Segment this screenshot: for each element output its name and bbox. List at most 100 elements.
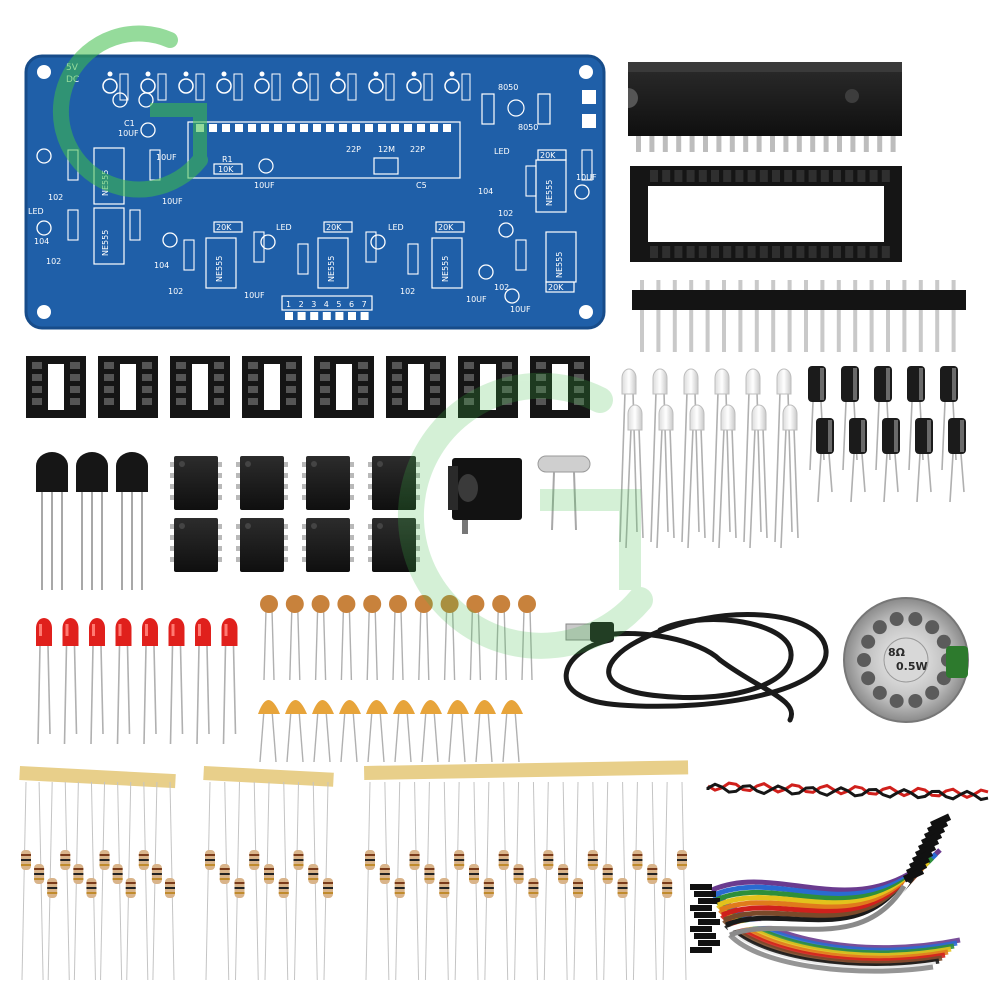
header-pin-top (656, 280, 661, 292)
ic-socket-window (408, 364, 424, 410)
pcb-mcu-pad (261, 124, 269, 132)
socket-contact (808, 246, 817, 258)
pcb-capacitor-footprint (574, 184, 590, 200)
pcb-capacitor-footprint (140, 122, 156, 138)
red-led (36, 618, 52, 646)
socket-contact (214, 374, 224, 381)
pcb-cap-22p-b: 22P (410, 145, 425, 154)
monolithic-capacitor (420, 700, 442, 714)
socket-contact (32, 398, 42, 405)
clear-led (689, 404, 705, 431)
led-lead (206, 645, 210, 735)
capacitor-stripe (919, 368, 923, 400)
pcb-cap-102-e: 102 (498, 209, 513, 218)
ceramic-capacitor (337, 595, 356, 613)
resistor-band (439, 892, 450, 894)
resistor-band (86, 882, 97, 884)
pcb-cap-102-d: 102 (400, 287, 415, 296)
chip-leg (368, 495, 374, 500)
pcb-cap-10uf-f: 10UF (466, 295, 487, 304)
resistor-band (219, 873, 230, 875)
resistor-band (308, 868, 319, 870)
ceramic-capacitor (311, 595, 330, 613)
mcu-leg (810, 134, 816, 152)
chip-leg (348, 495, 354, 500)
chip-leg (236, 524, 242, 529)
resistor-band (323, 887, 333, 889)
capacitor-lead (451, 609, 456, 681)
resistor-band (662, 887, 673, 889)
ic-socket-window (480, 364, 496, 410)
pcb-led-pad (178, 78, 194, 94)
chip-notch (377, 523, 383, 529)
socket-contact (674, 170, 683, 182)
pcb-pin-number: 4 (324, 300, 329, 309)
monolithic-capacitor (474, 700, 496, 714)
led-lead (638, 427, 644, 539)
pcb-pad-dot (297, 71, 303, 77)
resistor-band (469, 873, 479, 875)
resistor-band (558, 878, 569, 880)
socket-contact (142, 362, 152, 369)
resistor-band (617, 882, 628, 884)
socket-contact (32, 386, 42, 393)
chip-leg (302, 535, 308, 540)
red-led (142, 618, 158, 646)
pcb-pad-dot (221, 71, 227, 77)
ic-socket-window (120, 364, 136, 410)
dc-jack (448, 458, 522, 534)
capacitor-lead (394, 709, 400, 763)
chip-leg (348, 473, 354, 478)
jumper-wire (728, 933, 934, 974)
ic-socket-window (192, 364, 208, 410)
clear-led (745, 368, 761, 395)
clear-led (658, 404, 674, 431)
pcb-res-20k-d: 20K (540, 151, 556, 160)
socket-contact (320, 362, 330, 369)
chip-leg (282, 557, 288, 562)
socket-contact (857, 170, 866, 182)
chip-leg (348, 524, 354, 529)
resistor-band (573, 887, 583, 889)
header-pin-top (918, 280, 923, 292)
capacitor-lead (271, 609, 275, 681)
socket-contact (70, 362, 80, 369)
header-pin-bottom (935, 308, 940, 352)
mcu-leg (743, 134, 749, 152)
led-lead (731, 427, 737, 539)
socket-contact (536, 362, 546, 369)
chip-leg (282, 535, 288, 540)
ceramic-capacitor (492, 595, 511, 613)
pcb-capacitor-footprint (498, 222, 514, 238)
capacitor-lead (487, 709, 493, 763)
header-pin-top (738, 280, 743, 292)
pcb-pin-pad (285, 312, 293, 320)
resistor-band (439, 882, 450, 884)
resistor-band (379, 873, 390, 875)
resistor-band (379, 878, 390, 880)
resistor-lead (294, 781, 299, 981)
chip-leg (414, 484, 420, 489)
chip-leg (302, 473, 308, 478)
led-lead (619, 391, 626, 543)
jumper-connector (694, 933, 716, 939)
resistor-band (125, 892, 136, 894)
monolithic-capacitor (258, 700, 280, 714)
header-pin-bottom (689, 308, 694, 352)
resistor-band (469, 868, 479, 870)
resistor-band (323, 882, 333, 884)
chip-leg (414, 557, 420, 562)
resistor-band (558, 868, 569, 870)
chip-leg (282, 462, 288, 467)
capacitor-lead (477, 609, 482, 681)
resistor-band (99, 854, 110, 856)
red-led (62, 618, 79, 646)
capacitor-lead (883, 453, 888, 503)
resistor-lead (205, 781, 211, 981)
header-pin-top (787, 280, 792, 292)
capacitor-lead (529, 609, 533, 681)
pcb-r1-label: R1 (222, 155, 233, 164)
resistor-band (543, 864, 554, 866)
chip-notch (179, 461, 185, 467)
